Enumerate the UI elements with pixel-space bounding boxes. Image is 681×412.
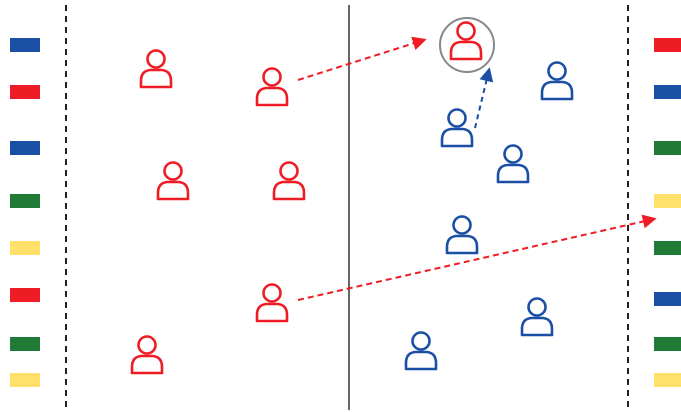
red-arrow-to-highlight: [297, 36, 427, 81]
red-player-icon: [272, 161, 306, 201]
blue-player-icon: [445, 215, 479, 255]
blue-player-icon: [440, 108, 474, 148]
right-flag-blue: [654, 85, 681, 99]
red-player-icon: [255, 67, 289, 107]
red-player-icon: [156, 161, 190, 201]
right-flag-green: [654, 337, 681, 351]
left-flag-green: [10, 337, 40, 351]
left-flag-red: [10, 288, 40, 302]
left-flag-blue: [10, 38, 40, 52]
right-flag-green: [654, 141, 681, 155]
right-flag-blue: [654, 292, 681, 306]
left-flag-yellow: [10, 241, 40, 255]
red-player-icon: [255, 283, 289, 323]
right-flag-column: [654, 38, 681, 387]
red-player-highlighted-icon: [449, 21, 483, 61]
circle-highlight-icon: [439, 17, 495, 73]
red-player-icon: [139, 49, 173, 89]
left-flag-green: [10, 194, 40, 208]
right-flag-yellow: [654, 194, 681, 208]
red-arrow-to-right-flags: [297, 214, 657, 301]
left-flag-red: [10, 85, 40, 99]
red-player-icon: [130, 335, 164, 375]
right-flag-green: [654, 241, 681, 255]
blue-player-icon: [404, 331, 438, 371]
blue-player-icon: [496, 144, 530, 184]
left-flag-blue: [10, 141, 40, 155]
blue-player-icon: [540, 61, 574, 101]
left-flag-yellow: [10, 373, 40, 387]
players-layer: [130, 21, 574, 375]
blue-arrow-to-highlight: [474, 67, 494, 129]
right-flag-yellow: [654, 373, 681, 387]
left-flag-column: [10, 38, 40, 387]
blue-player-icon: [520, 297, 554, 337]
right-flag-red: [654, 38, 681, 52]
